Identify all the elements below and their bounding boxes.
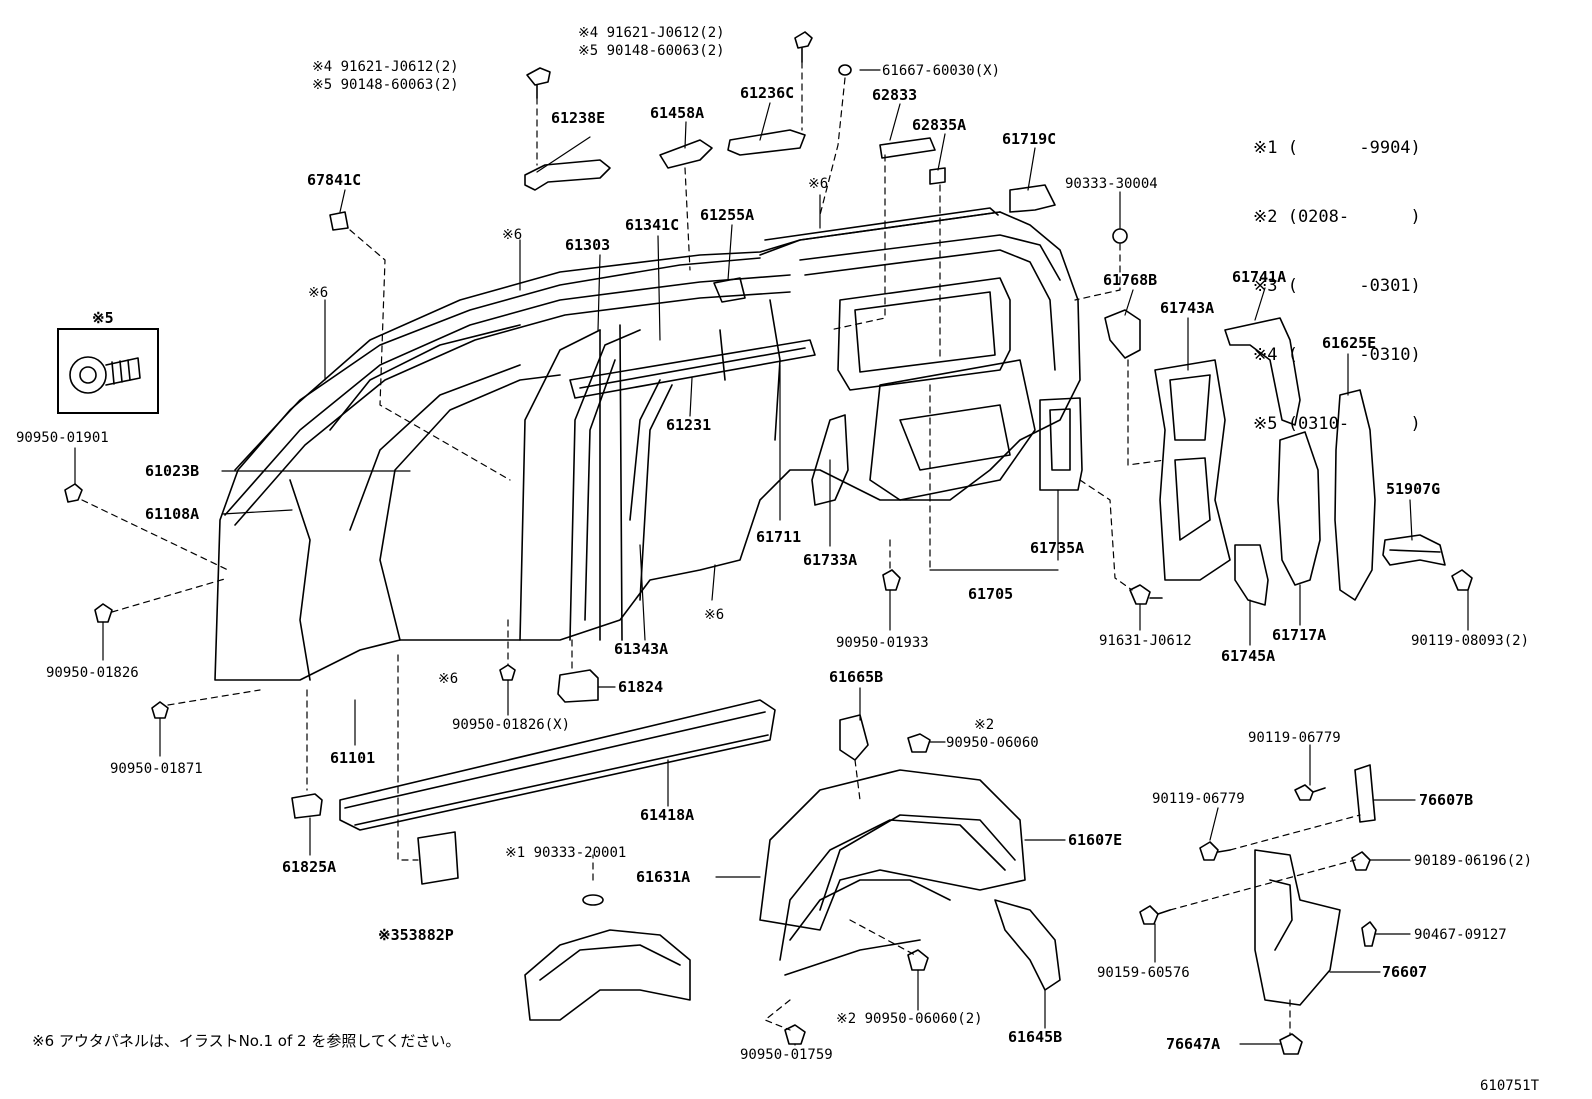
part-label: ※2 90950-06060(2) <box>836 1011 983 1027</box>
part-label: 90333-30004 <box>1065 176 1158 192</box>
part-label: 61824 <box>618 678 664 696</box>
part-label: 62833 <box>872 86 918 104</box>
part-label: 90159-60576 <box>1097 965 1190 981</box>
bolt-inset-frame <box>57 328 159 414</box>
part-label: ※6 <box>704 607 725 623</box>
part-label: 61101 <box>330 749 376 767</box>
part-label: 90950-01826 <box>46 665 139 681</box>
part-label: ※4 91621-J0612(2) <box>312 59 459 75</box>
part-label: ※6 <box>438 671 459 687</box>
part-label: 61458A <box>650 104 705 122</box>
part-label: 90950-01826(X) <box>452 717 571 733</box>
solid-leaders <box>74 69 1469 1046</box>
part-label: 90950-01759 <box>740 1047 833 1063</box>
legend-row: ※5 (0310- ) <box>1253 414 1421 434</box>
part-label: 61625E <box>1322 334 1377 352</box>
fasteners <box>64 31 1473 1055</box>
part-label: 61705 <box>968 585 1014 603</box>
reference-code: 610751T <box>1480 1078 1540 1094</box>
part-label: 76607 <box>1382 963 1428 981</box>
part-label: 61745A <box>1221 647 1276 665</box>
dashed-leaders <box>81 61 1361 1036</box>
part-label: ※6 <box>502 227 523 243</box>
part-label: 61735A <box>1030 539 1085 557</box>
legend: ※1 ( -9904) ※2 (0208- ) ※3 ( -0301) ※4 (… <box>1253 91 1421 459</box>
part-label: 90189-06196(2) <box>1414 853 1533 869</box>
part-label: ※5 90148-60063(2) <box>578 43 725 59</box>
part-label: ※6 <box>308 285 329 301</box>
right-parts <box>811 184 1446 606</box>
legend-row: ※1 ( -9904) <box>1253 138 1421 158</box>
part-label: 61231 <box>666 416 712 434</box>
footnote: ※6 アウタパネルは、イラストNo.1 of 2 を参照してください。 <box>32 1032 461 1050</box>
part-label: 61343A <box>614 640 669 658</box>
part-label: ※6 <box>808 176 829 192</box>
part-label: 61741A <box>1232 268 1287 286</box>
part-label: ※5 90148-60063(2) <box>312 77 459 93</box>
part-label: 61717A <box>1272 626 1327 644</box>
part-label: 61733A <box>803 551 858 569</box>
part-label: 61768B <box>1103 271 1158 289</box>
rocker-sill <box>339 699 776 831</box>
part-label: 61255A <box>700 206 755 224</box>
part-label: 90467-09127 <box>1414 927 1507 943</box>
part-label: 61711 <box>756 528 802 546</box>
part-label: 61108A <box>145 505 200 523</box>
part-label: 90950-01933 <box>836 635 929 651</box>
part-label: 61236C <box>740 84 795 102</box>
part-label: 51907G <box>1386 480 1441 498</box>
part-label: 61631A <box>636 868 691 886</box>
part-label: 90119-06779 <box>1152 791 1245 807</box>
part-label: 90950-01871 <box>110 761 203 777</box>
part-label: 61743A <box>1160 299 1215 317</box>
part-label: 61665B <box>829 668 884 686</box>
wheel-liners <box>524 714 1061 1021</box>
part-label: 61303 <box>565 236 611 254</box>
part-label: 61667-60030(X) <box>882 63 1001 79</box>
part-label: 61023B <box>145 462 200 480</box>
roof-side-rail <box>234 207 1001 471</box>
legend-row: ※4 ( -0310) <box>1253 345 1421 365</box>
part-label: 62835A <box>912 116 967 134</box>
part-label: ※2 <box>974 717 995 733</box>
part-label: 90950-01901 <box>16 430 109 446</box>
legend-row: ※2 (0208- ) <box>1253 207 1421 227</box>
part-label: 61719C <box>1002 130 1057 148</box>
part-label: 90950-06060 <box>946 735 1039 751</box>
part-label: 90119-06779 <box>1248 730 1341 746</box>
part-label: 76647A <box>1166 1035 1221 1053</box>
part-label: 61238E <box>551 109 606 127</box>
part-label: 61418A <box>640 806 695 824</box>
inner-side-panel <box>214 211 1081 681</box>
part-label: 61341C <box>625 216 680 234</box>
top-small-parts <box>329 64 1128 303</box>
part-label: 76607B <box>1419 791 1474 809</box>
part-label: 90119-08093(2) <box>1411 633 1530 649</box>
part-label: 61825A <box>282 858 337 876</box>
inset-label: ※5 <box>92 309 114 327</box>
part-label: 61607E <box>1068 831 1123 849</box>
part-label: ※4 91621-J0612(2) <box>578 25 725 41</box>
part-label: 67841C <box>307 171 362 189</box>
part-label: 91631-J0612 <box>1099 633 1192 649</box>
part-label: 61645B <box>1008 1028 1063 1046</box>
mud-flap <box>1254 764 1376 1006</box>
pads <box>291 669 599 885</box>
part-label: ※353882P <box>378 926 454 944</box>
legend-row: ※3 ( -0301) <box>1253 276 1421 296</box>
part-label: ※1 90333-20001 <box>505 845 627 861</box>
bolt-inset <box>69 356 141 394</box>
